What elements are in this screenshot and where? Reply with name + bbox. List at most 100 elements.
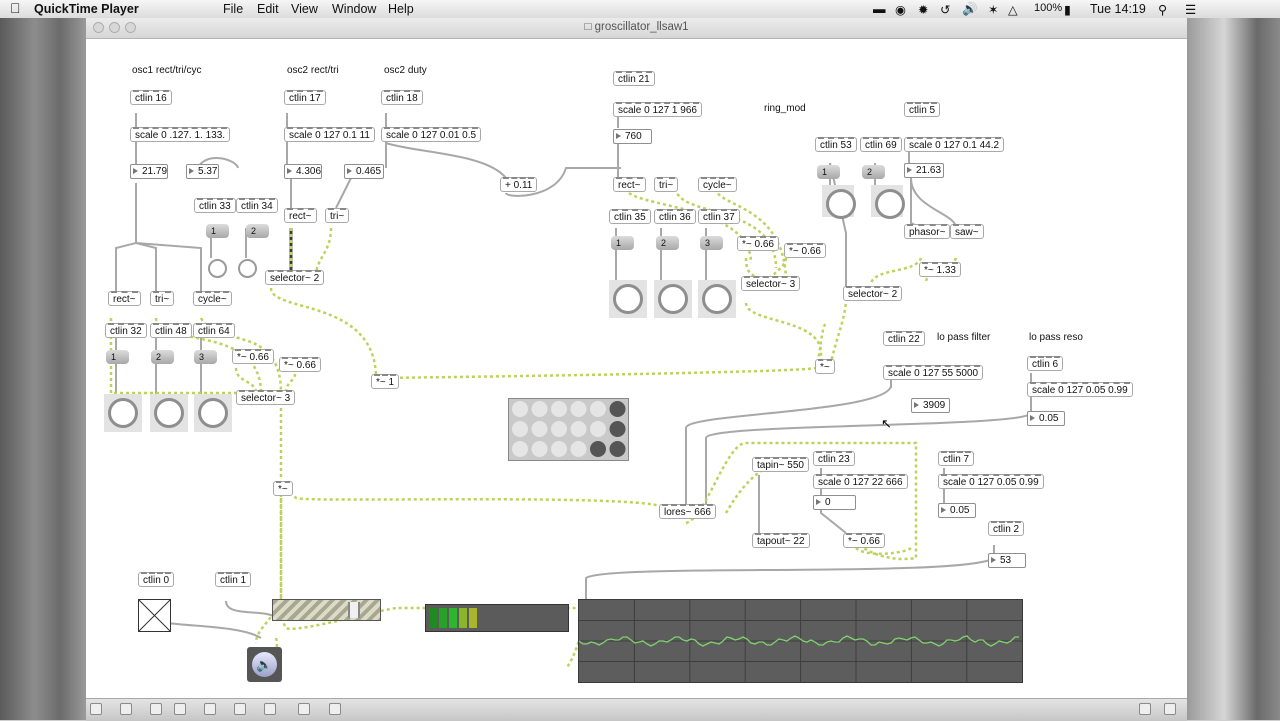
matrix-control[interactable] bbox=[508, 398, 629, 461]
matrix-cell[interactable] bbox=[551, 421, 567, 437]
number-4-306[interactable]: 4.306 bbox=[284, 164, 322, 179]
cycle-osc3[interactable]: cycle~ bbox=[698, 177, 737, 192]
menu-window[interactable]: Window bbox=[332, 2, 377, 16]
number-760[interactable]: 760 bbox=[613, 129, 652, 144]
matrix-cell[interactable] bbox=[512, 441, 528, 457]
ctlin-22[interactable]: ctlin 22 bbox=[883, 331, 925, 346]
matrix-cell[interactable] bbox=[570, 401, 587, 417]
rect-osc3[interactable]: rect~ bbox=[613, 177, 646, 192]
scale-reso[interactable]: scale 0 127 0.05 0.99 bbox=[1027, 382, 1133, 397]
message-3[interactable]: 3 bbox=[700, 236, 723, 250]
number-53[interactable]: 53 bbox=[988, 553, 1026, 568]
scale-duty[interactable]: scale 0 127 0.01 0.5 bbox=[381, 127, 482, 142]
info-icon[interactable] bbox=[234, 703, 246, 715]
ctlin-36[interactable]: ctlin 36 bbox=[654, 209, 696, 224]
mul-ring[interactable]: *~ bbox=[815, 359, 835, 374]
number-0[interactable]: 0 bbox=[813, 495, 856, 510]
rect-osc2[interactable]: rect~ bbox=[284, 208, 317, 223]
ctlin-7[interactable]: ctlin 7 bbox=[938, 451, 975, 466]
matrix-cell[interactable] bbox=[609, 441, 626, 457]
menu-edit[interactable]: Edit bbox=[257, 2, 279, 16]
matrix-cell[interactable] bbox=[590, 441, 606, 457]
message-1[interactable]: 1 bbox=[817, 165, 840, 179]
tri-osc3[interactable]: tri~ bbox=[654, 177, 679, 192]
apple-icon[interactable]:  bbox=[10, 0, 21, 16]
message-2[interactable]: 2 bbox=[151, 350, 174, 364]
matrix-cell[interactable] bbox=[590, 401, 606, 417]
clock[interactable]: Tue 14:19 bbox=[1090, 2, 1146, 16]
matrix-cell[interactable] bbox=[590, 421, 606, 437]
matrix-cell[interactable] bbox=[531, 401, 548, 417]
grid-icon[interactable] bbox=[298, 703, 310, 715]
message-1[interactable]: 1 bbox=[611, 236, 634, 250]
menu-file[interactable]: File bbox=[223, 2, 244, 16]
toggle-osc2-2[interactable] bbox=[238, 259, 257, 278]
matrix-cell[interactable] bbox=[609, 421, 626, 437]
number-21-63[interactable]: 21.63 bbox=[904, 163, 944, 178]
ctlin-0[interactable]: ctlin 0 bbox=[138, 572, 175, 587]
ctlin-34[interactable]: ctlin 34 bbox=[236, 198, 278, 213]
message-2[interactable]: 2 bbox=[862, 165, 885, 179]
lores[interactable]: lores~ 666 bbox=[659, 504, 716, 519]
zoom-button[interactable] bbox=[125, 22, 136, 33]
new-object-icon[interactable] bbox=[204, 703, 216, 715]
slider-handle[interactable] bbox=[348, 602, 360, 618]
matrix-cell[interactable] bbox=[570, 421, 587, 437]
presentation-icon[interactable] bbox=[120, 703, 132, 715]
button-ring-2[interactable] bbox=[871, 185, 905, 219]
mul-0-66[interactable]: *~ 0.66 bbox=[843, 533, 885, 548]
scale-feedback[interactable]: scale 0 127 0.05 0.99 bbox=[938, 474, 1044, 489]
lock-icon[interactable] bbox=[90, 703, 102, 715]
mul-0-66[interactable]: *~ 0.66 bbox=[737, 236, 779, 251]
settings-icon[interactable] bbox=[329, 703, 341, 715]
matrix-cell[interactable] bbox=[512, 401, 528, 417]
saw[interactable]: saw~ bbox=[950, 224, 984, 239]
ctlin-17[interactable]: ctlin 17 bbox=[284, 90, 326, 105]
matrix-cell[interactable] bbox=[512, 421, 528, 437]
ctlin-64[interactable]: ctlin 64 bbox=[193, 323, 235, 338]
gear-icon[interactable]: ✹ bbox=[918, 3, 929, 17]
battery-percent[interactable]: 100% bbox=[1034, 2, 1063, 14]
tapout[interactable]: tapout~ 22 bbox=[752, 533, 810, 548]
tapin[interactable]: tapin~ 550 bbox=[752, 457, 809, 472]
scale-osc2[interactable]: scale 0 127 0.1 11 bbox=[284, 127, 375, 142]
scale-ring[interactable]: scale 0 127 0.1 44.2 bbox=[904, 137, 1005, 152]
cycle-osc1[interactable]: cycle~ bbox=[193, 291, 232, 306]
minus-icon[interactable]: ▬ bbox=[873, 2, 886, 16]
patch-cords-icon[interactable] bbox=[150, 703, 162, 715]
selector-osc3[interactable]: selector~ 3 bbox=[741, 276, 801, 291]
clear-icon[interactable] bbox=[174, 703, 186, 715]
button-osc3-3[interactable] bbox=[698, 280, 736, 318]
ctlin-18[interactable]: ctlin 18 bbox=[381, 90, 423, 105]
matrix-grid[interactable] bbox=[509, 399, 628, 460]
ctlin-16[interactable]: ctlin 16 bbox=[130, 90, 172, 105]
time-machine-icon[interactable]: ↺ bbox=[940, 3, 951, 17]
message-2[interactable]: 2 bbox=[246, 224, 269, 238]
list-icon[interactable]: ☰ bbox=[1185, 3, 1197, 17]
scale-osc1[interactable]: scale 0 .127. 1. 133. bbox=[130, 127, 231, 142]
ctlin-35[interactable]: ctlin 35 bbox=[609, 209, 651, 224]
button-osc1-2[interactable] bbox=[150, 394, 188, 432]
number-0-465[interactable]: 0.465 bbox=[344, 164, 384, 179]
gain-slider[interactable] bbox=[272, 599, 381, 621]
number-5-37[interactable]: 5.37 bbox=[186, 164, 219, 179]
ctlin-6[interactable]: ctlin 6 bbox=[1027, 356, 1064, 371]
ctlin-1[interactable]: ctlin 1 bbox=[215, 572, 252, 587]
mul-signal[interactable]: *~ bbox=[273, 481, 293, 496]
ctlin-37[interactable]: ctlin 37 bbox=[698, 209, 740, 224]
matrix-cell[interactable] bbox=[551, 441, 567, 457]
message-3[interactable]: 3 bbox=[194, 350, 217, 364]
app-menu[interactable]: QuickTime Player bbox=[34, 2, 139, 16]
mul-0-66[interactable]: *~ 0.66 bbox=[232, 349, 274, 364]
button-osc3-1[interactable] bbox=[609, 280, 647, 318]
matrix-cell[interactable] bbox=[551, 401, 567, 417]
ctlin-48[interactable]: ctlin 48 bbox=[150, 323, 192, 338]
phasor[interactable]: phasor~ bbox=[904, 224, 951, 239]
mul-0-66[interactable]: *~ 0.66 bbox=[784, 243, 826, 258]
selector-ring[interactable]: selector~ 2 bbox=[843, 286, 903, 301]
menu-help[interactable]: Help bbox=[388, 2, 414, 16]
ctlin-33[interactable]: ctlin 33 bbox=[194, 198, 236, 213]
message-1[interactable]: 1 bbox=[206, 224, 229, 238]
number-3909[interactable]: 3909 bbox=[911, 398, 950, 413]
bluetooth-icon[interactable]: ✶ bbox=[988, 3, 999, 17]
